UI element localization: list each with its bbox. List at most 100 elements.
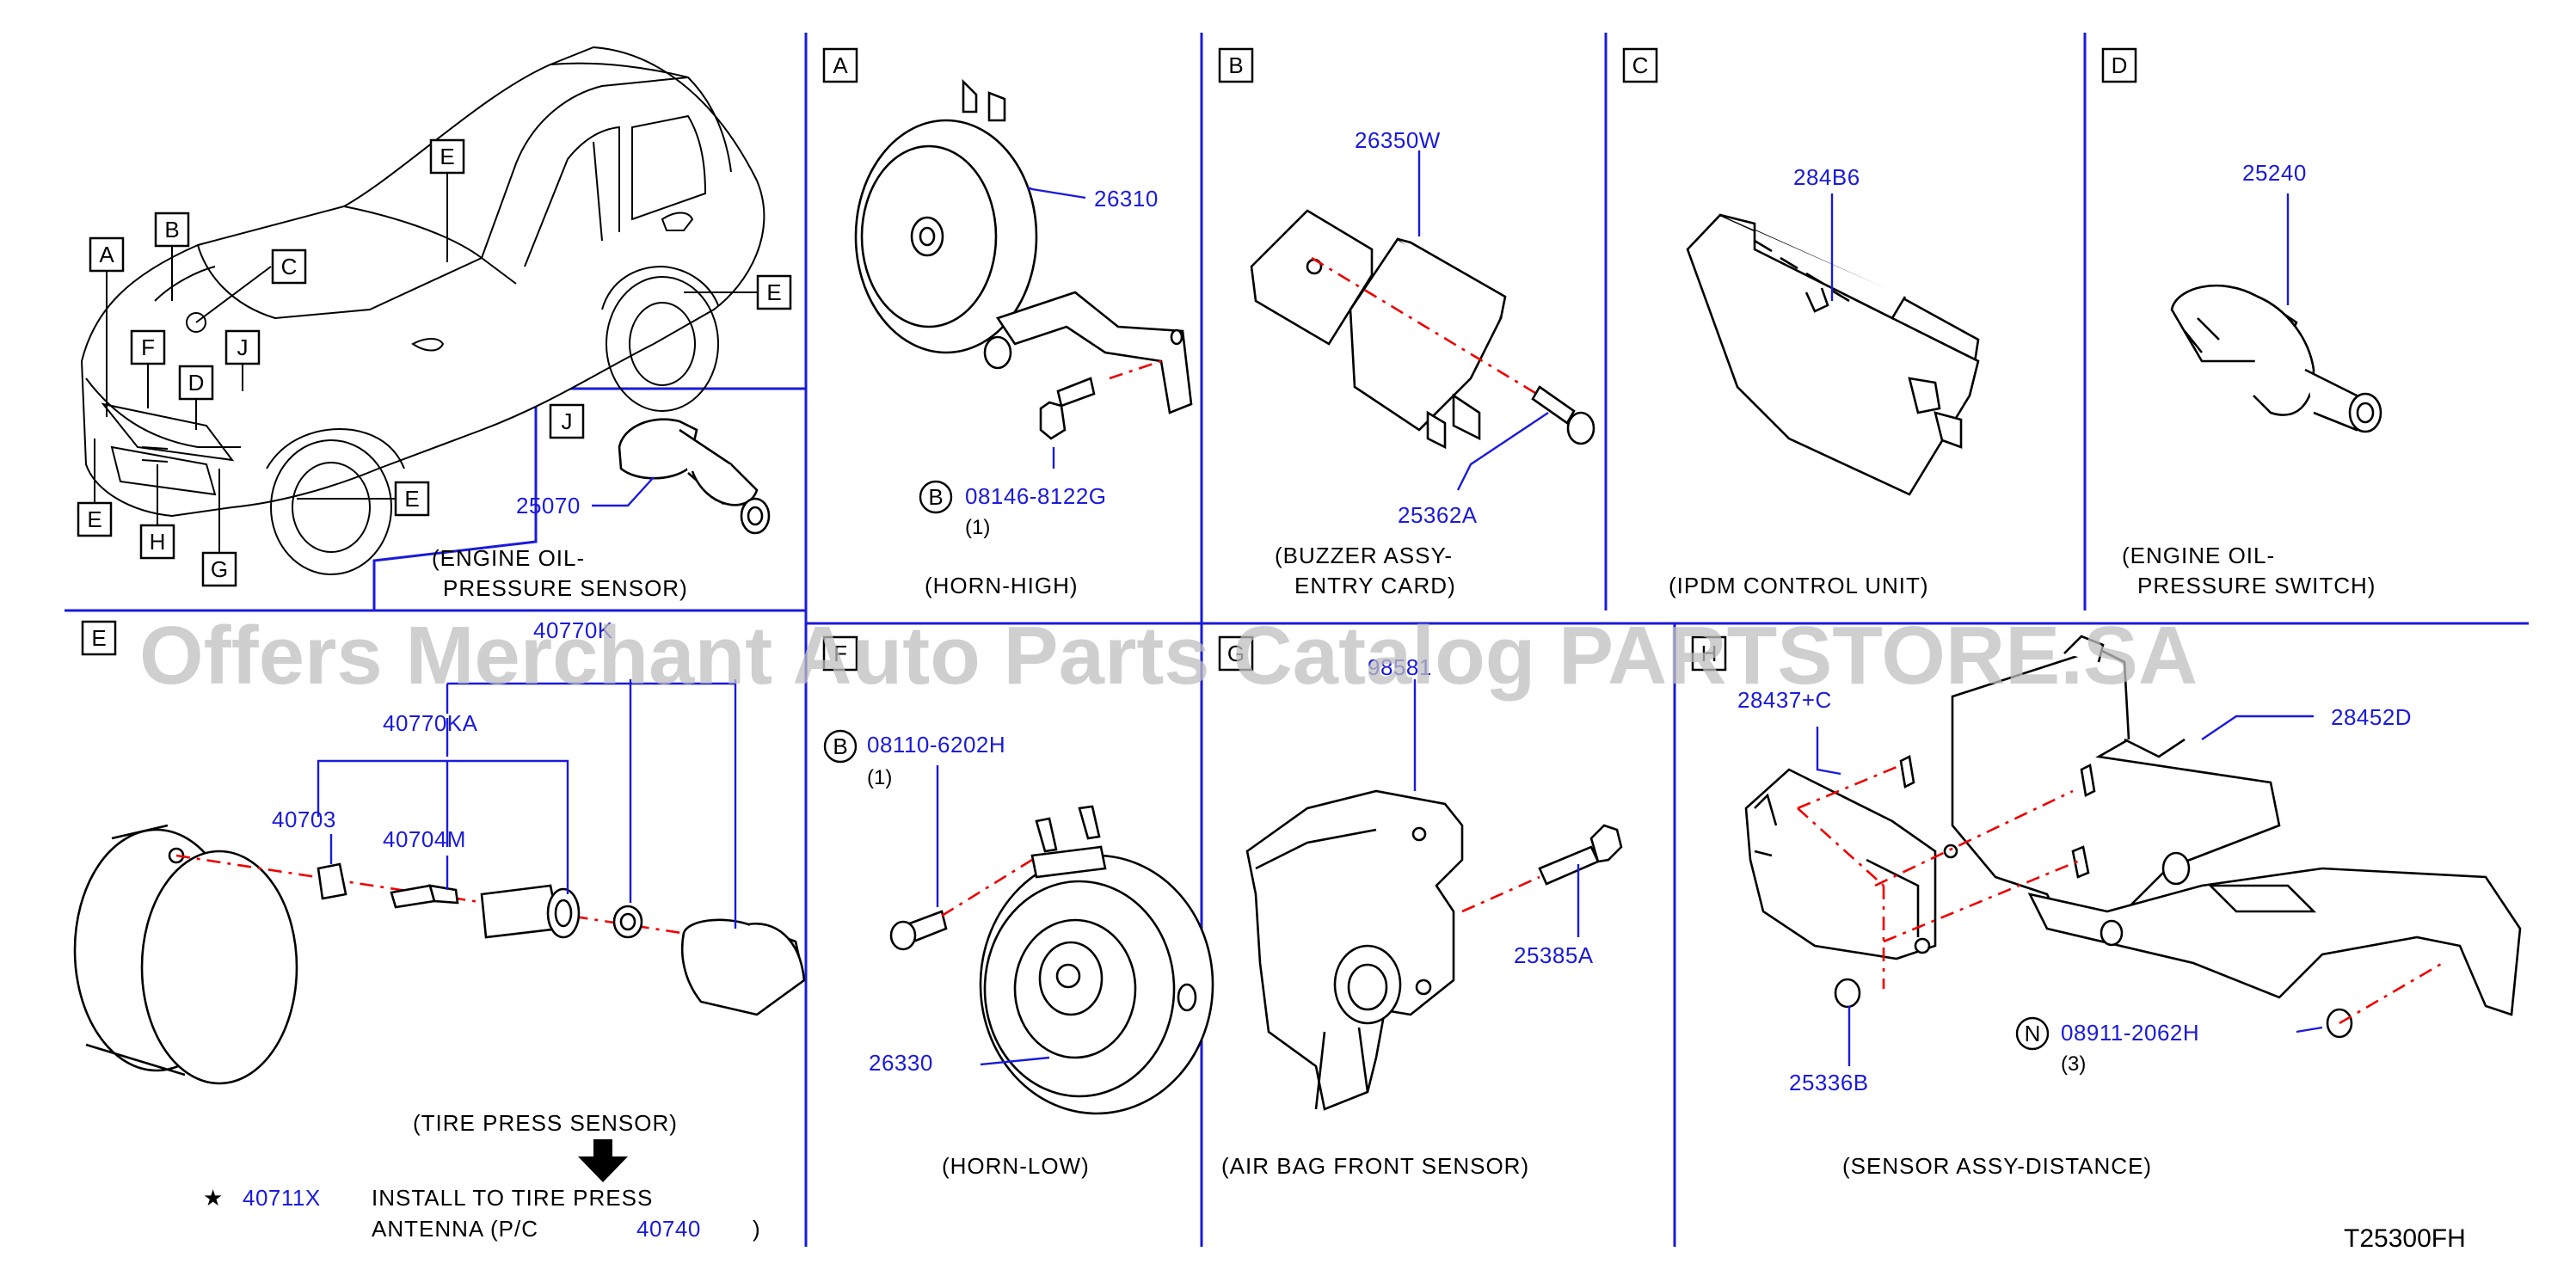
part-25070: 25070 (516, 493, 581, 518)
part-40703: 40703 (272, 807, 336, 832)
horn-high (854, 78, 1193, 440)
caption-c: (IPDM CONTROL UNIT) (1669, 573, 1929, 598)
part-26310: 26310 (1094, 186, 1159, 212)
panel-e: 40770K 40770KA 40703 40704M (TIRE PRESS … (73, 617, 806, 1242)
panel-f: B 08110-6202H (1) 26330 (HORN-LOW) (823, 729, 1214, 1179)
panel-h: 28437+C 28452D 25336B N 08911-2062H (3) … (1737, 635, 2522, 1179)
part-08110-6202H: 08110-6202H (867, 732, 1005, 758)
part-40704M: 40704M (383, 826, 466, 852)
callout-e-rear: E (766, 279, 781, 305)
panel-tag-j: J (562, 408, 573, 434)
valve-stem (480, 884, 581, 939)
panel-tags: A B C D E F G H J (81, 47, 2137, 672)
mount-bolts (1834, 755, 2353, 1039)
panel-tag-c: C (1632, 52, 1649, 78)
part-28452D: 28452D (2331, 704, 2412, 730)
panel-b: 26350W 25362A (BUZZER ASSY- ENTRY CARD) (1250, 127, 1595, 598)
airbag-sensor-bolt (1538, 824, 1623, 886)
qty-a: (1) (965, 516, 990, 539)
caption-d-line1: (ENGINE OIL- (2122, 543, 2275, 568)
ipdm-control-unit (1686, 213, 1980, 496)
note-line1: INSTALL TO TIRE PRESS (372, 1185, 653, 1211)
panel-frames (65, 33, 2529, 1247)
panel-tag-d: D (2112, 52, 2128, 78)
vehicle-body-illustration (80, 46, 765, 575)
tpms-sensor-body (680, 918, 806, 1016)
panel-tag-h: H (1701, 641, 1718, 666)
panel-tag-f: F (833, 641, 847, 666)
panel-tag-a: A (833, 52, 848, 78)
vehicle-overview: A B C D F J E H G E E E (77, 46, 792, 587)
star-icon: ★ (203, 1185, 223, 1211)
diagram-code: T25300FH (2344, 1224, 2466, 1253)
callout-e-wheel: E (404, 486, 419, 512)
callout-e-front: E (87, 506, 101, 532)
caption-e: (TIRE PRESS SENSOR) (413, 1110, 678, 1136)
panel-d: 25240 (ENGINE OIL- PRESSURE SWITCH) (2122, 160, 2382, 598)
caption-b-line1: (BUZZER ASSY- (1275, 543, 1453, 568)
part-40770K: 40770K (533, 617, 613, 643)
horn-low-bolt (889, 910, 948, 951)
panel-j: 25070 (ENGINE OIL- PRESSURE SENSOR) (432, 418, 771, 601)
callout-e-side: E (440, 144, 454, 169)
part-25385A: 25385A (1514, 942, 1594, 968)
part-25362A: 25362A (1398, 502, 1478, 528)
valve-core-40704M (390, 884, 459, 909)
panel-tag-b: B (1228, 52, 1243, 78)
callout-b: B (164, 217, 179, 242)
callout-d: D (188, 370, 205, 396)
caption-h: (SENSOR ASSY-DISTANCE) (1842, 1153, 2152, 1179)
buzzer-bolt (1531, 385, 1595, 445)
horn-low (979, 805, 1214, 1115)
callout-a: A (99, 242, 114, 267)
vehicle-callouts: A B C D F J E H G E E E (77, 138, 792, 587)
bolt-b-badge-a: B (928, 484, 943, 510)
part-25336B: 25336B (1789, 1070, 1869, 1095)
oil-pressure-switch (2170, 284, 2382, 433)
panel-a: 26310 B 08146-8122G (1) (HORN-HIGH) (854, 78, 1193, 598)
panel-tag-e: E (91, 625, 106, 651)
part-25240: 25240 (2242, 160, 2307, 186)
bolt-n-badge: N (2025, 1021, 2041, 1046)
panel-c: 284B6 (IPDM CONTROL UNIT) (1669, 164, 1980, 598)
airbag-front-sensor (1245, 789, 1464, 1111)
panel-g: 98581 25385A (AIR BAG FRONT SENSOR) (1221, 654, 1623, 1179)
part-28437-C: 28437+C (1737, 687, 1832, 713)
wheel-rim (73, 824, 298, 1085)
caption-b-line2: ENTRY CARD) (1294, 573, 1456, 598)
caption-a: (HORN-HIGH) (925, 573, 1079, 598)
valve-cap-40703 (317, 862, 347, 900)
part-98581: 98581 (1368, 654, 1432, 680)
callout-j: J (237, 334, 249, 360)
part-08146-8122G: 08146-8122G (965, 483, 1107, 509)
caption-g: (AIR BAG FRONT SENSOR) (1221, 1153, 1529, 1179)
watermark-text: Offers Merchant Auto Parts Catalog PARTS… (139, 610, 2198, 702)
callout-f: F (141, 334, 155, 360)
caption-j-line2: PRESSURE SENSOR) (443, 575, 688, 601)
caption-j-line1: (ENGINE OIL- (432, 545, 585, 571)
part-26330: 26330 (869, 1050, 933, 1076)
distance-sensor (1744, 768, 1958, 960)
bolt-b-badge-f: B (833, 733, 847, 759)
callout-c: C (281, 254, 298, 279)
qty-h: (3) (2061, 1052, 2086, 1076)
part-40770KA: 40770KA (383, 710, 478, 736)
caption-f: (HORN-LOW) (942, 1153, 1090, 1179)
note-close: ) (753, 1216, 761, 1242)
part-40740: 40740 (636, 1216, 701, 1242)
panel-tag-g: G (1227, 641, 1245, 666)
note-line2: ANTENNA (P/C (372, 1216, 538, 1242)
buzzer-assembly (1250, 209, 1507, 450)
grommet (612, 905, 643, 939)
part-08911-2062H: 08911-2062H (2061, 1020, 2199, 1046)
part-40711X: 40711X (243, 1185, 321, 1211)
caption-d-line2: PRESSURE SWITCH) (2137, 573, 2376, 598)
down-arrow-icon (578, 1139, 628, 1182)
part-26350W: 26350W (1355, 127, 1441, 153)
oil-pressure-sensor-j (618, 418, 771, 535)
callout-h: H (150, 529, 166, 555)
qty-f: (1) (867, 766, 892, 789)
distance-sensor-bracket (1951, 635, 2522, 1016)
callout-g: G (211, 556, 228, 582)
